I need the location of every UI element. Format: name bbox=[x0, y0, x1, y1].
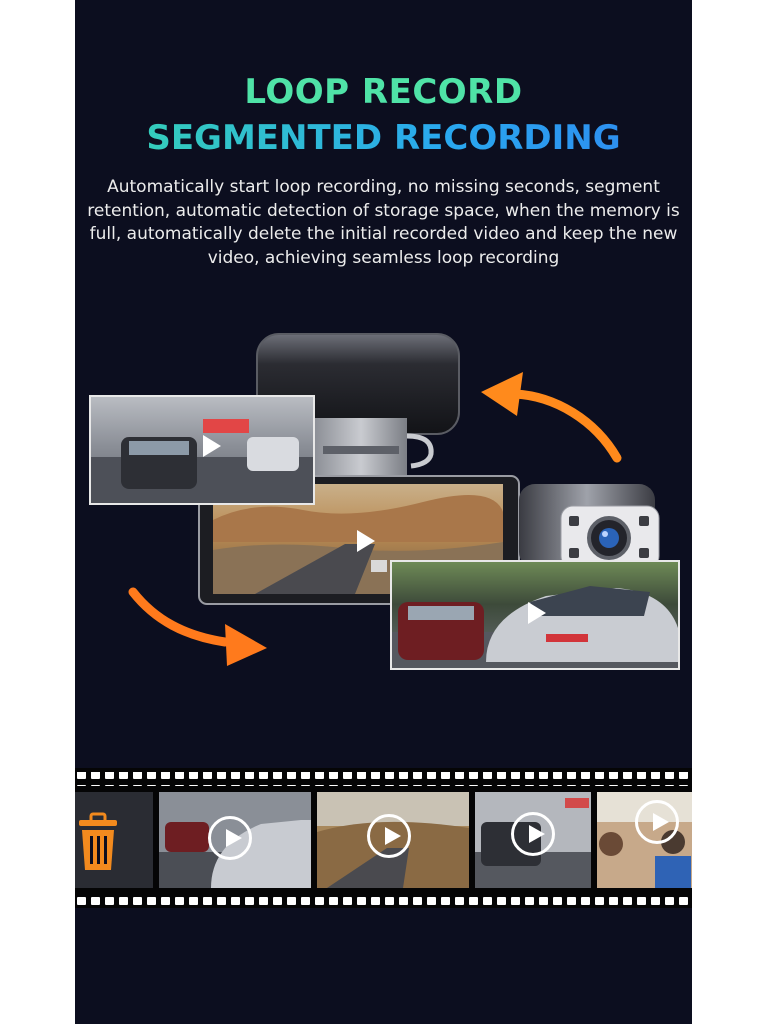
video-thumbnail-rear-car[interactable] bbox=[89, 395, 315, 505]
play-icon[interactable] bbox=[208, 816, 252, 860]
play-icon bbox=[203, 435, 221, 457]
play-icon[interactable] bbox=[635, 800, 679, 844]
heading-segmented-recording: SEGMENTED RECORDING bbox=[75, 118, 692, 158]
curved-arrow-icon bbox=[128, 587, 230, 647]
feature-description: Automatically start loop recording, no m… bbox=[87, 177, 680, 268]
play-icon[interactable] bbox=[511, 812, 555, 856]
video-thumbnail-silver-car[interactable] bbox=[390, 560, 680, 670]
promo-panel: LOOP RECORD SEGMENTED RECORDING Automati… bbox=[75, 0, 692, 1024]
dashcam-illustration bbox=[128, 333, 660, 666]
play-icon bbox=[528, 602, 546, 624]
curved-arrow-icon bbox=[510, 389, 622, 463]
heading-loop-record: LOOP RECORD bbox=[244, 72, 523, 112]
play-icon[interactable] bbox=[367, 814, 411, 858]
film-strip bbox=[75, 768, 692, 908]
trash-icon bbox=[79, 812, 117, 870]
